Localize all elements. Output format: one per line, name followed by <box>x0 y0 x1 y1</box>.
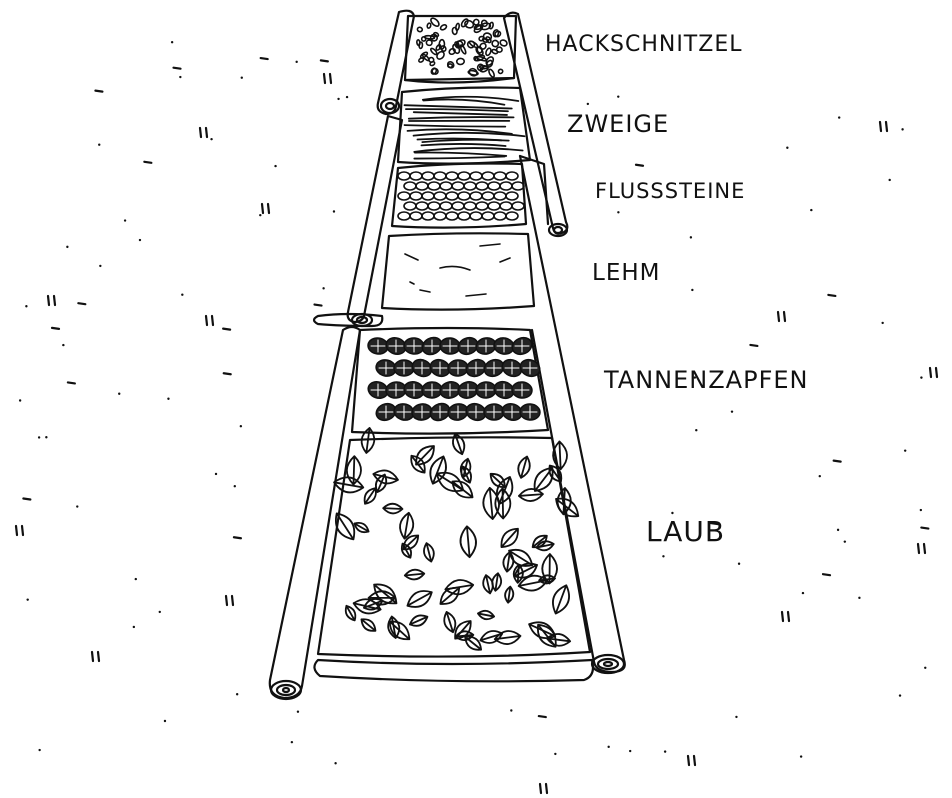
label-pine-cones: TANNENZAPFEN <box>604 368 809 392</box>
leaves-texture <box>330 427 582 654</box>
clay-texture <box>405 244 510 296</box>
label-wood-chips: HACKSCHNITZEL <box>545 34 742 56</box>
pine-cones-texture <box>366 334 542 424</box>
path-section-upper <box>314 11 567 326</box>
label-clay: LEHM <box>592 262 661 285</box>
label-river-stones: FLUSSSTEINE <box>595 181 745 202</box>
label-twigs: ZWEIGE <box>567 112 669 136</box>
wood-chips-texture <box>416 17 507 78</box>
river-stones-texture <box>398 172 524 220</box>
twigs-texture <box>404 97 524 159</box>
path-section-lower <box>270 156 625 699</box>
label-leaves: LAUB <box>646 518 725 546</box>
